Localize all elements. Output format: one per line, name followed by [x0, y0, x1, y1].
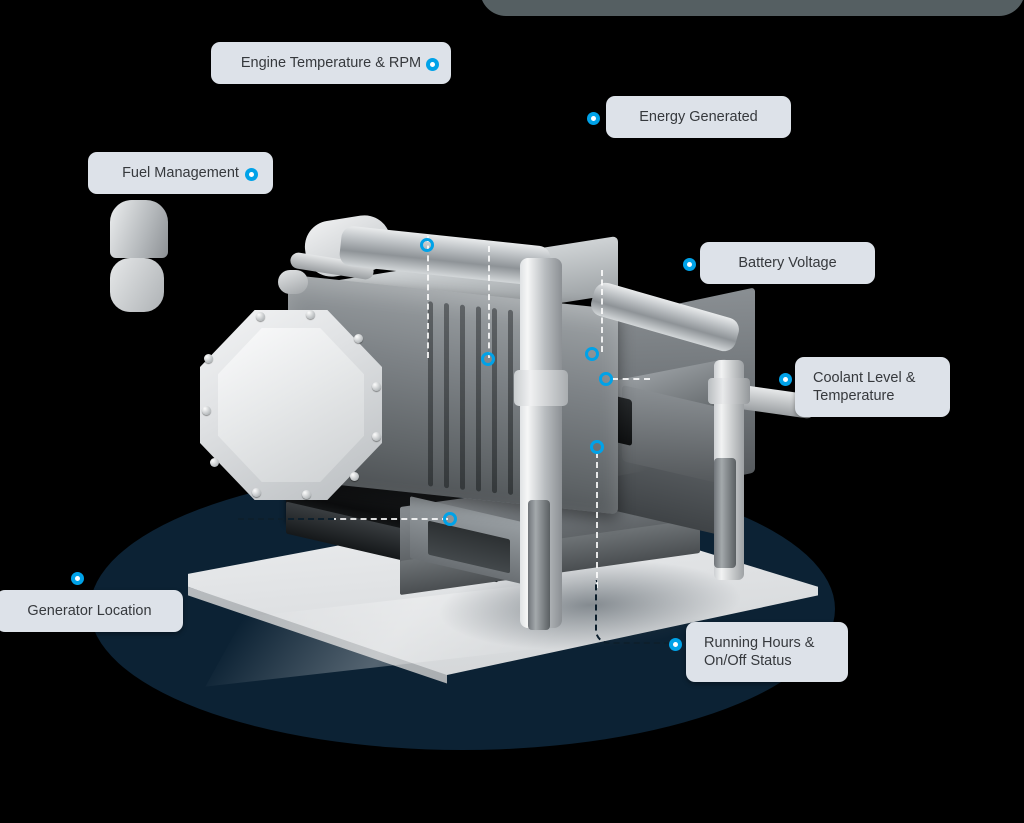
engine-end-plate-inner	[218, 328, 364, 482]
dot-battery-voltage[interactable]	[683, 258, 696, 271]
label-engine-temperature-rpm[interactable]: Engine Temperature & RPM	[211, 42, 451, 84]
dot-running-hours-onoff-status[interactable]	[669, 638, 682, 651]
label-running-hours-onoff-status[interactable]: Running Hours & On/Off Status	[686, 622, 848, 682]
anchor-coolant-level[interactable]	[599, 372, 613, 386]
top-panel-bar	[480, 0, 1024, 16]
dot-energy-generated[interactable]	[587, 112, 600, 125]
label-energy-generated[interactable]: Energy Generated	[606, 96, 791, 138]
label-coolant-level-temperature[interactable]: Coolant Level & Temperature	[795, 357, 950, 417]
dot-engine-temperature-rpm[interactable]	[426, 58, 439, 71]
connector-energy-generated	[488, 246, 490, 358]
label-generator-location[interactable]: Generator Location	[0, 590, 183, 632]
anchor-running-hours[interactable]	[590, 440, 604, 454]
anchor-battery-voltage[interactable]	[585, 347, 599, 361]
connector-coolant-level	[612, 378, 650, 380]
linkage-knob	[278, 270, 308, 294]
dot-coolant-level-temperature[interactable]	[779, 373, 792, 386]
connector-running-hours-elbow	[595, 580, 677, 644]
coolant-pipe-collar	[708, 378, 750, 404]
label-battery-voltage[interactable]: Battery Voltage	[700, 242, 875, 284]
anchor-energy-generated[interactable]	[481, 352, 495, 366]
dot-fuel-management[interactable]	[245, 168, 258, 181]
connector-running-hours-vertical	[596, 452, 598, 588]
coolant-pipe-elbow	[110, 258, 164, 312]
dot-generator-location[interactable]	[71, 572, 84, 585]
anchor-generator-location[interactable]	[443, 512, 457, 526]
connector-generator-location-light	[330, 518, 448, 520]
anchor-engine-temperature-rpm[interactable]	[420, 238, 434, 252]
support-leg-right	[714, 458, 736, 568]
connector-engine-temperature-rpm	[427, 236, 429, 358]
generator-illustration	[110, 200, 850, 687]
connector-generator-location-dark	[238, 518, 334, 520]
support-leg-left	[528, 500, 550, 630]
exhaust-pipe-sleeve	[514, 370, 568, 406]
label-fuel-management[interactable]: Fuel Management	[88, 152, 273, 194]
connector-battery-voltage	[601, 270, 603, 352]
exhaust-pipe-elbow	[110, 200, 168, 258]
